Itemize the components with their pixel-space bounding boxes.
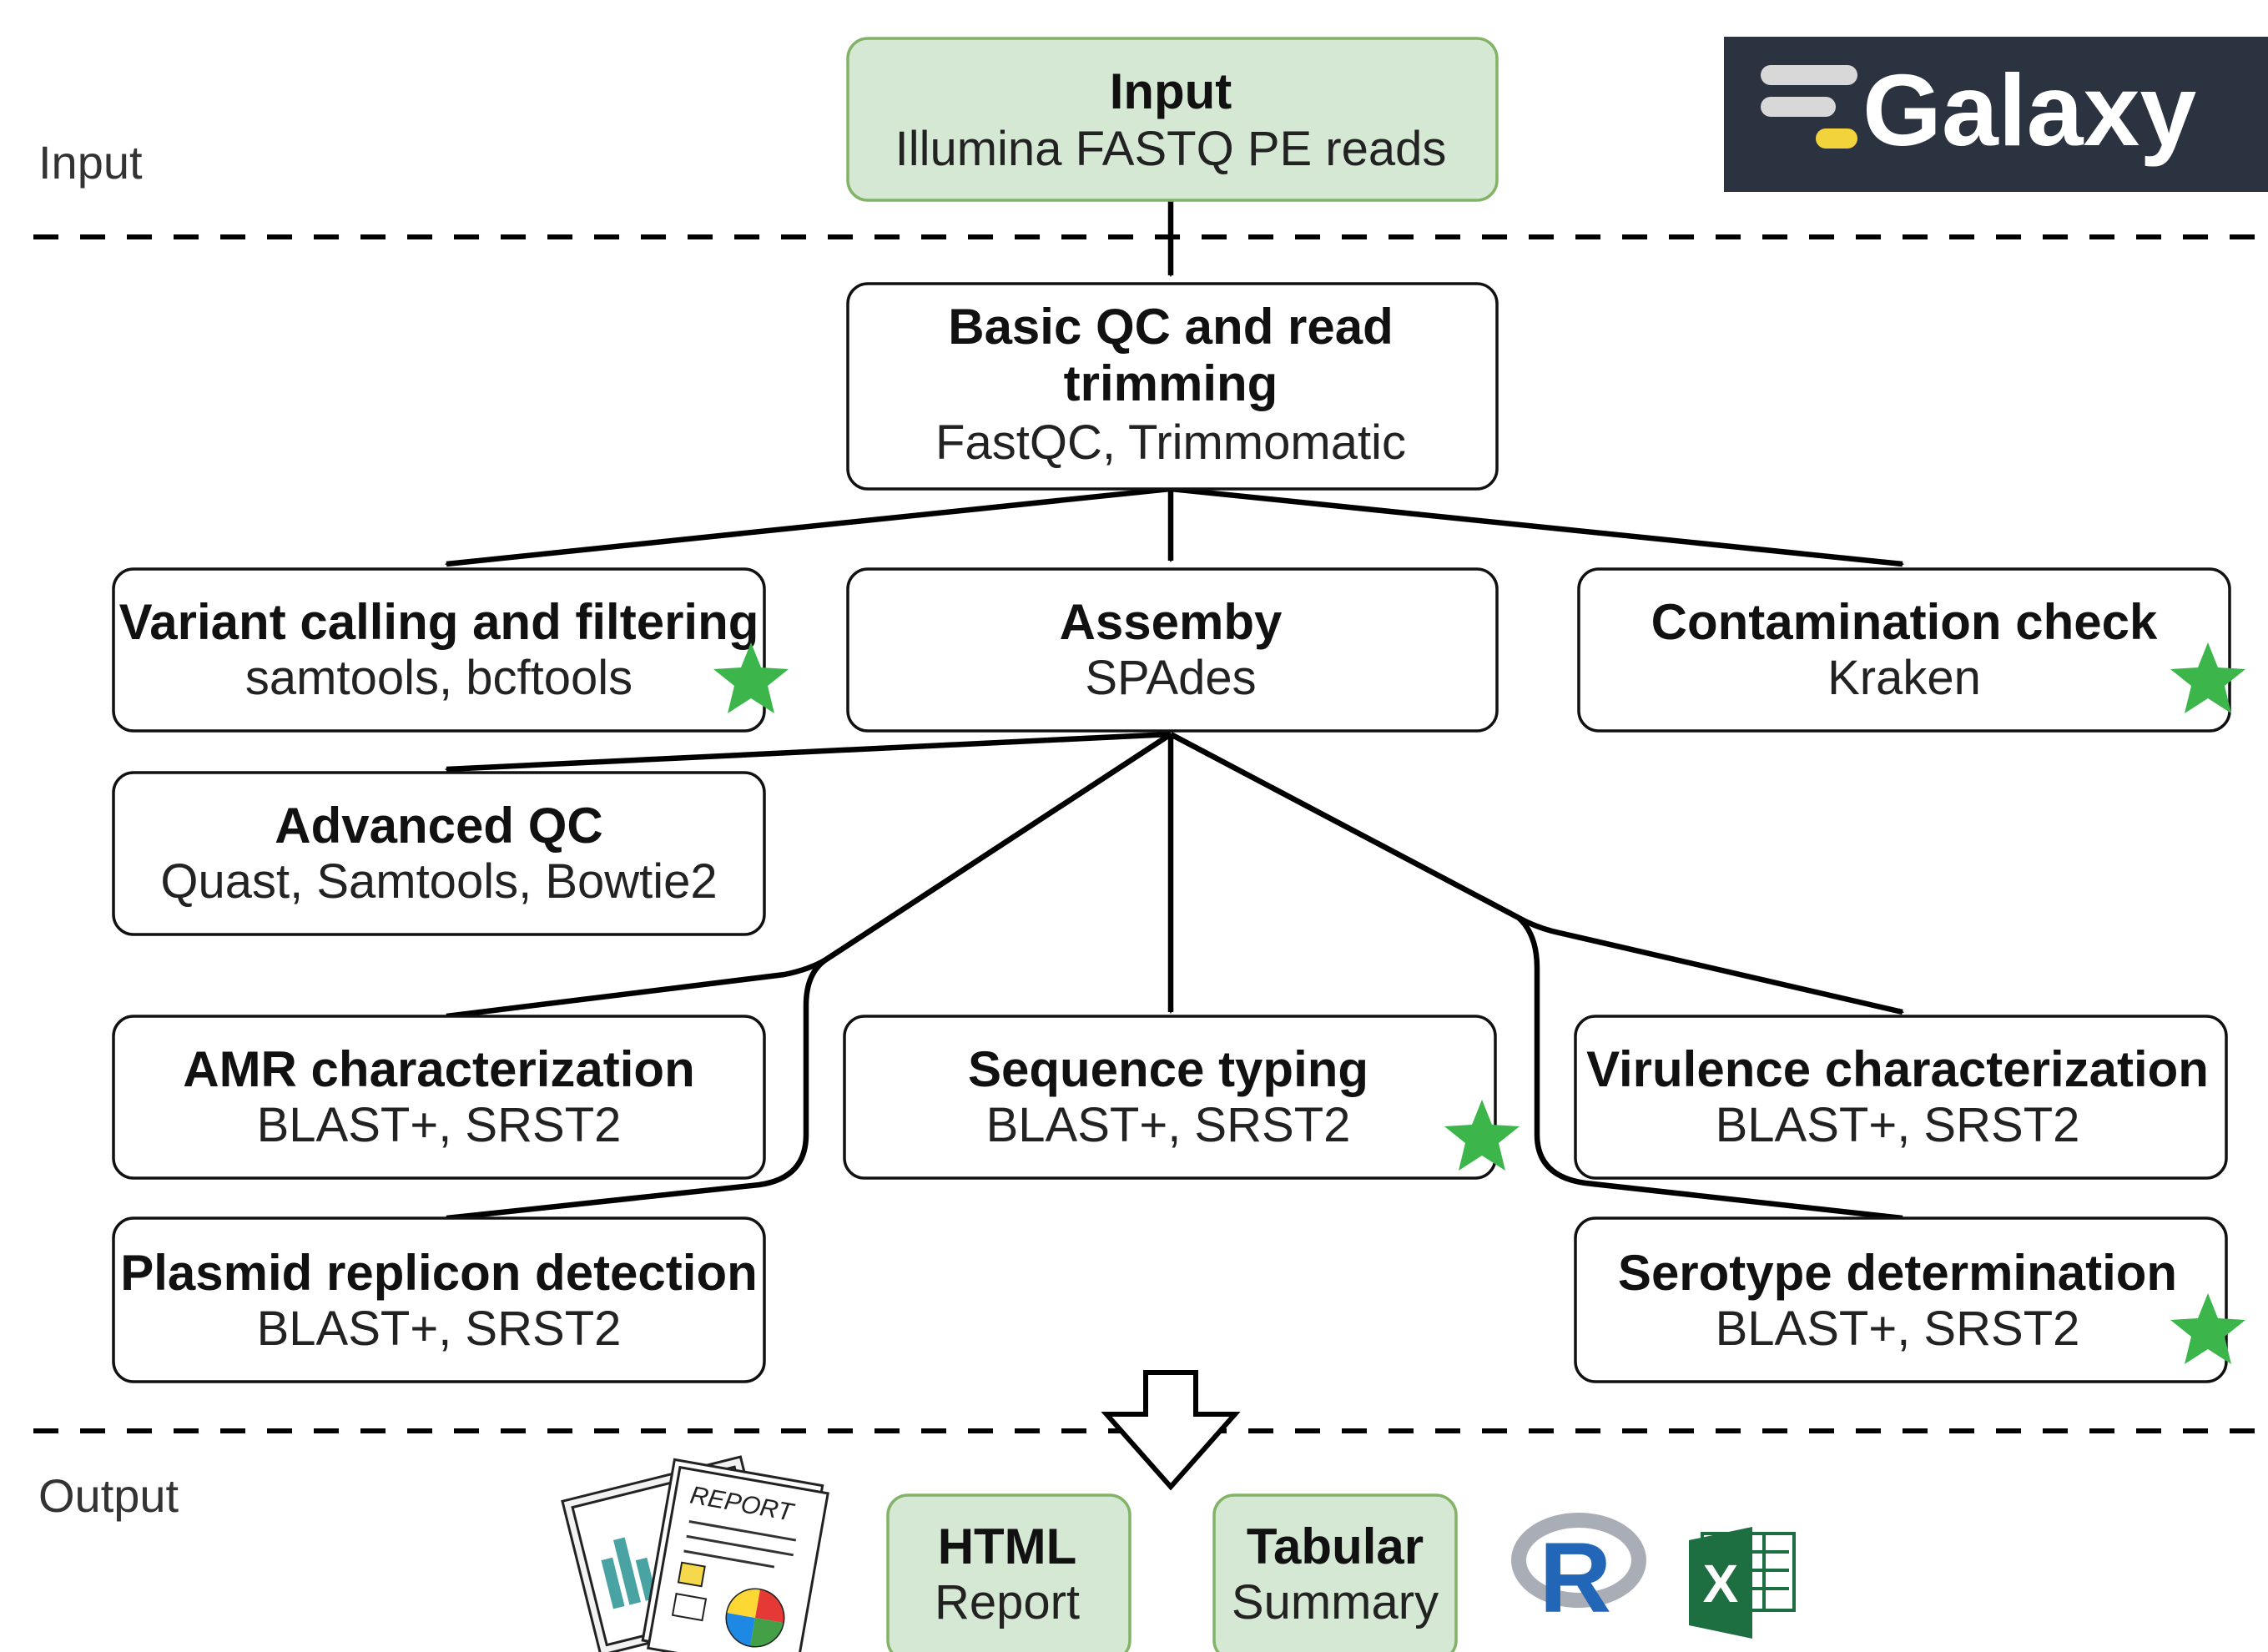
advanced-qc-title: Advanced QC: [275, 798, 602, 854]
input-node-title: Input: [1110, 63, 1232, 119]
qc-node-title-line1: Basic QC and read: [948, 299, 1394, 355]
excel-logo-letter: X: [1703, 1554, 1739, 1614]
output-section-label: Output: [38, 1469, 179, 1522]
plasmid-title: Plasmid replicon detection: [120, 1245, 758, 1301]
virulence-node: Virulence characterization BLAST+, SRST2: [1574, 1015, 2228, 1180]
edge-qc-to-variant: [444, 486, 1172, 567]
edge-assembly-to-serotype: [1169, 732, 1905, 1221]
excel-logo-icon: X: [1689, 1527, 1796, 1639]
star-icon: [2170, 1293, 2245, 1364]
galaxy-logo-text: Galaxy: [1862, 53, 2196, 167]
plasmid-subtitle: BLAST+, SRST2: [257, 1302, 622, 1356]
sequence-typing-subtitle: BLAST+, SRST2: [986, 1098, 1351, 1152]
qc-node-subtitle: FastQC, Trimmomatic: [935, 416, 1406, 470]
variant-calling-subtitle: samtools, bcftools: [245, 651, 633, 705]
serotype-node: Serotype determination BLAST+, SRST2: [1574, 1216, 2245, 1383]
edge-assembly-to-plasmid: [444, 732, 1172, 1221]
tabular-summary-line2: Summary: [1232, 1575, 1439, 1629]
report-icon: REPORT: [561, 1455, 829, 1652]
input-section-label: Input: [38, 136, 143, 189]
variant-calling-node: Variant calling and filtering samtools, …: [112, 567, 789, 733]
edge-qc-to-contamination: [1170, 486, 1905, 567]
contamination-title: Contamination check: [1651, 594, 2158, 650]
sequence-typing-title: Sequence typing: [968, 1041, 1368, 1097]
contamination-node: Contamination check Kraken: [1577, 567, 2245, 733]
assembly-node: Assemby SPAdes: [846, 567, 1499, 733]
galaxy-logo-icon: [1761, 65, 1857, 149]
star-icon: [1444, 1100, 1520, 1171]
qc-node-title-line2: trimming: [1064, 355, 1278, 411]
virulence-subtitle: BLAST+, SRST2: [1716, 1098, 2080, 1152]
qc-node: Basic QC and read trimming FastQC, Trimm…: [846, 282, 1499, 491]
sequence-typing-node: Sequence typing BLAST+, SRST2: [843, 1015, 1520, 1180]
edge-assembly-to-advanced-qc: [444, 731, 1172, 773]
assembly-subtitle: SPAdes: [1085, 651, 1256, 705]
tabular-summary-node: Tabular Summary: [1212, 1493, 1458, 1652]
amr-title: AMR characterization: [183, 1041, 694, 1097]
input-node-subtitle: Illumina FASTQ PE reads: [895, 122, 1447, 176]
r-logo-icon: R: [1511, 1513, 1646, 1634]
plasmid-node: Plasmid replicon detection BLAST+, SRST2: [112, 1216, 766, 1383]
virulence-title: Virulence characterization: [1586, 1041, 2209, 1097]
tabular-summary-line1: Tabular: [1247, 1519, 1424, 1574]
html-report-node: HTML Report: [886, 1493, 1131, 1652]
input-node: Input Illumina FASTQ PE reads: [846, 37, 1499, 202]
galaxy-logo: Galaxy: [1724, 37, 2268, 192]
amr-subtitle: BLAST+, SRST2: [257, 1098, 622, 1152]
html-report-line2: Report: [935, 1575, 1080, 1629]
html-report-line1: HTML: [938, 1519, 1077, 1574]
edges: [444, 200, 1905, 1221]
amr-node: AMR characterization BLAST+, SRST2: [112, 1015, 766, 1180]
contamination-subtitle: Kraken: [1827, 651, 1981, 705]
serotype-subtitle: BLAST+, SRST2: [1716, 1302, 2080, 1356]
output-arrow-icon: [1101, 1370, 1241, 1491]
star-icon: [2170, 642, 2245, 713]
star-icon: [713, 642, 789, 713]
advanced-qc-subtitle: Quast, Samtools, Bowtie2: [160, 854, 717, 909]
variant-calling-title: Variant calling and filtering: [119, 594, 759, 650]
r-logo-letter: R: [1540, 1522, 1612, 1634]
assembly-title: Assemby: [1060, 594, 1283, 650]
serotype-title: Serotype determination: [1618, 1245, 2177, 1301]
advanced-qc-node: Advanced QC Quast, Samtools, Bowtie2: [112, 771, 766, 936]
